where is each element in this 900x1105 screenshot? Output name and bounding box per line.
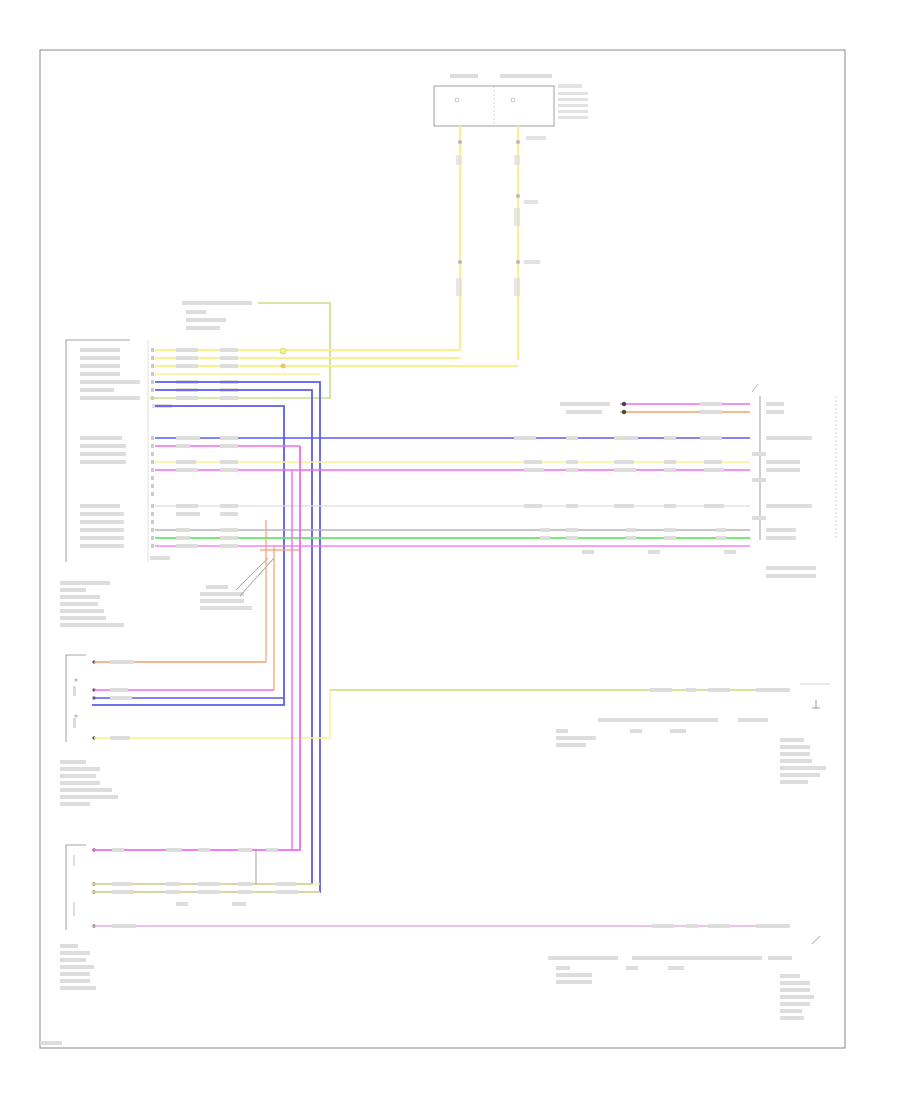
- diagram-frame: [39, 49, 846, 1049]
- right-seat-motor: [556, 688, 826, 784]
- seat-control-module: [65, 301, 252, 562]
- blue-motor-wires: [92, 381, 321, 893]
- footer-code-mark: [40, 1041, 62, 1045]
- ground-symbol: [812, 700, 820, 709]
- left-seat-switch: [60, 446, 790, 990]
- lower-left-labels: [60, 581, 252, 627]
- center-harness-wires: [155, 436, 750, 554]
- module-power-wires: [155, 347, 518, 400]
- right-seat-switch: [60, 520, 790, 806]
- left-seat-motor: [548, 956, 814, 1020]
- right-control-module: [560, 383, 837, 578]
- callout-leader-2: [239, 557, 275, 597]
- callout-leader: [235, 557, 269, 591]
- motor-bracket-bottom: [811, 935, 821, 945]
- top-fuse-box: [433, 74, 588, 127]
- fuse-feed-wires: [456, 126, 546, 360]
